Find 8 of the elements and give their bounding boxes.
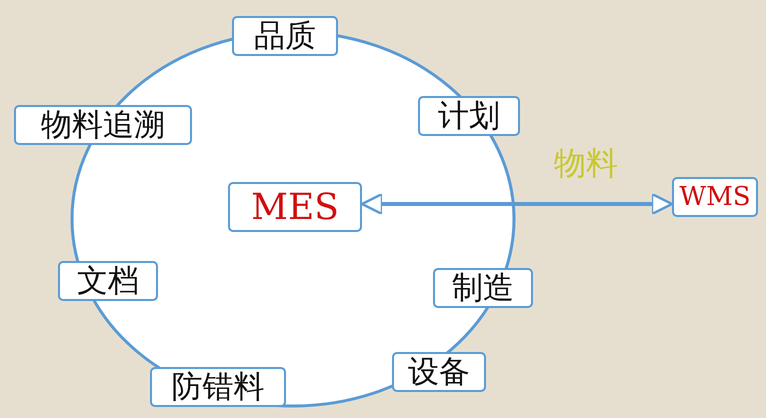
double-arrow: [360, 192, 674, 216]
label-box: 文档: [58, 261, 158, 301]
label-box: 品质: [232, 16, 338, 56]
label-box: WMS: [672, 177, 758, 217]
label-box: 设备: [392, 352, 486, 392]
label-box: 物料追溯: [14, 105, 192, 145]
label-box: 制造: [433, 268, 533, 308]
label-box: MES: [228, 182, 362, 232]
